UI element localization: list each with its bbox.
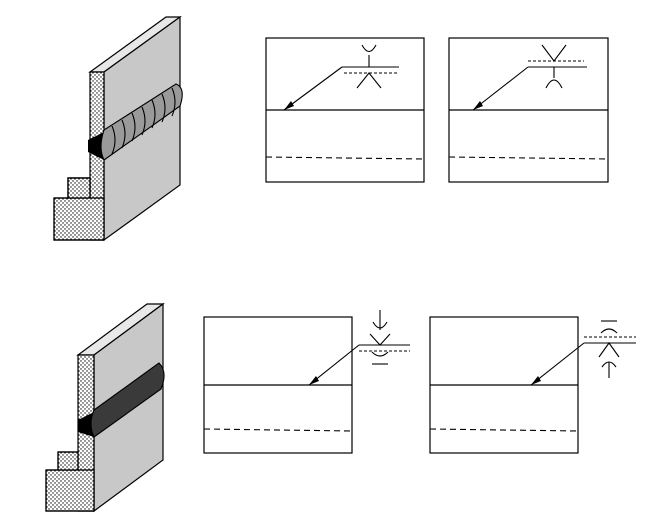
v-groove-symbol — [598, 342, 620, 358]
convex-bead-symbol — [545, 79, 563, 89]
horizontal-plate-end — [53, 197, 105, 241]
flush-contour-symbol — [371, 351, 389, 357]
weld-bead-smooth — [90, 362, 165, 438]
plan-view-frame-top-right — [448, 37, 609, 183]
v-groove-symbol — [356, 72, 382, 89]
v-groove-symbol — [369, 333, 391, 346]
t-joint-3d-top — [53, 15, 183, 242]
plan-view-frame-bottom-right — [429, 316, 636, 454]
plan-view-frame-top-left — [265, 37, 425, 183]
plan-view-frame-bottom-left — [203, 310, 410, 454]
convex-bead-symbol — [361, 44, 377, 53]
weld-root-dark — [78, 412, 94, 437]
weld-root-dark — [88, 132, 104, 160]
t-joint-3d-bottom — [45, 302, 165, 513]
horizontal-plate-end — [45, 469, 95, 512]
flush-contour-symbol — [600, 328, 618, 334]
weld-bead-rippled — [100, 83, 183, 161]
horizontal-plate-lip — [67, 177, 91, 199]
horizontal-plate-lip — [57, 451, 79, 471]
v-groove-symbol — [541, 44, 567, 62]
